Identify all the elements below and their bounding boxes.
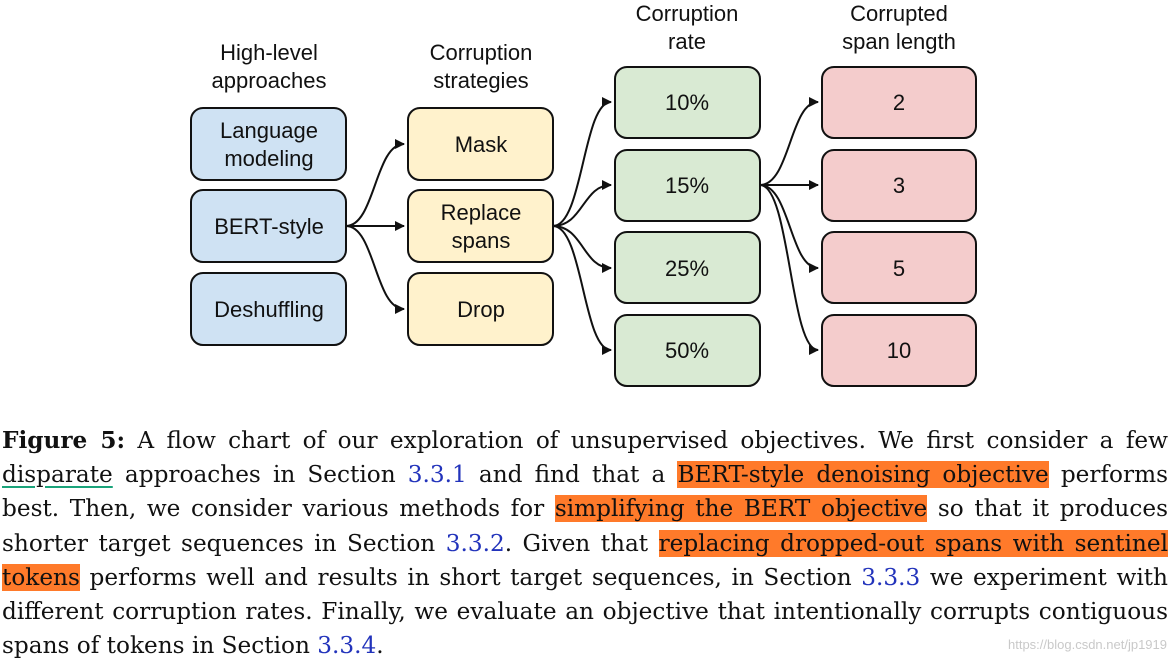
- rate-25: 25%: [614, 231, 761, 304]
- header-span-2: span length: [842, 29, 956, 54]
- rate-15: 15%: [614, 149, 761, 222]
- strategy-label: Drop: [457, 297, 505, 322]
- connectors: [345, 97, 819, 355]
- approach-language-modeling: Language modeling: [190, 107, 347, 181]
- section-link[interactable]: 3.3.1: [407, 461, 467, 489]
- rate-label: 25%: [665, 256, 709, 281]
- caption-text: performs well and results in short targe…: [79, 563, 862, 591]
- header-strategies: Corruption: [430, 40, 533, 65]
- rate-label: 15%: [665, 173, 709, 198]
- strategy-replace-spans: Replace spans: [407, 189, 554, 263]
- underlined-word: disparate: [2, 461, 113, 489]
- figure-caption: Figure 5: A flow chart of our exploratio…: [2, 424, 1168, 663]
- span-label: 3: [893, 173, 905, 198]
- highlight: simplifying the BERT objective: [554, 495, 928, 523]
- rate-label: 10%: [665, 90, 709, 115]
- span-10: 10: [821, 314, 977, 387]
- section-link[interactable]: 3.3.4: [317, 632, 377, 660]
- caption-text: approaches in Section: [112, 461, 408, 489]
- approach-deshuffling: Deshuffling: [190, 272, 347, 346]
- header-high-level-2: approaches: [212, 68, 327, 93]
- arrow-15-to-10: [759, 184, 819, 355]
- caption-text: performs best. Then, we consider various…: [2, 461, 1168, 523]
- strategy-mask: Mask: [407, 107, 554, 181]
- header-rate-2: rate: [668, 29, 706, 54]
- rate-label: 50%: [665, 338, 709, 363]
- watermark: https://blog.csdn.net/jp1919: [1007, 637, 1167, 652]
- strategy-label: Mask: [455, 132, 509, 157]
- span-5: 5: [821, 231, 977, 304]
- strategy-drop: Drop: [407, 272, 554, 346]
- arrow-replace-to-10: [552, 97, 612, 227]
- strategy-label: Replace: [441, 200, 522, 225]
- strategy-label-2: spans: [452, 228, 511, 253]
- header-rate: Corruption: [636, 1, 739, 26]
- highlight: BERT-style denoising objective: [677, 461, 1049, 489]
- approach-label: Deshuffling: [214, 297, 324, 322]
- caption-text: . Given that: [504, 529, 659, 557]
- arrow-bert-to-mask: [345, 139, 405, 227]
- approach-label: BERT-style: [214, 214, 324, 239]
- span-2: 2: [821, 66, 977, 139]
- caption-text: and find that a: [466, 461, 678, 489]
- span-label: 10: [887, 338, 911, 363]
- approach-bert-style: BERT-style: [190, 189, 347, 263]
- arrow-bert-to-drop: [345, 225, 405, 314]
- arrow-15-to-2: [759, 97, 819, 186]
- caption-text: so that it produces shorter target seque…: [2, 495, 1168, 557]
- header-span: Corrupted: [850, 1, 948, 26]
- approach-label-2: modeling: [224, 146, 313, 171]
- arrow-replace-to-15: [552, 180, 612, 227]
- caption-text: .: [376, 632, 384, 660]
- span-label: 5: [893, 256, 905, 281]
- rate-50: 50%: [614, 314, 761, 387]
- flow-chart: High-level approaches Corruption strateg…: [190, 1, 977, 387]
- arrow-replace-to-25: [552, 225, 612, 273]
- span-label: 2: [893, 90, 905, 115]
- span-3: 3: [821, 149, 977, 222]
- header-strategies-2: strategies: [433, 68, 528, 93]
- figure-label: Figure 5:: [2, 427, 126, 454]
- header-high-level: High-level: [220, 40, 318, 65]
- caption-text: A flow chart of our exploration of unsup…: [125, 427, 1168, 454]
- section-link[interactable]: 3.3.3: [861, 563, 921, 591]
- caption-text: we experiment with different corruption …: [2, 563, 1168, 660]
- section-link[interactable]: 3.3.2: [445, 529, 505, 557]
- rate-10: 10%: [614, 66, 761, 139]
- approach-label: Language: [220, 118, 318, 143]
- arrow-replace-to-50: [552, 225, 612, 355]
- arrow-15-to-5: [759, 184, 819, 273]
